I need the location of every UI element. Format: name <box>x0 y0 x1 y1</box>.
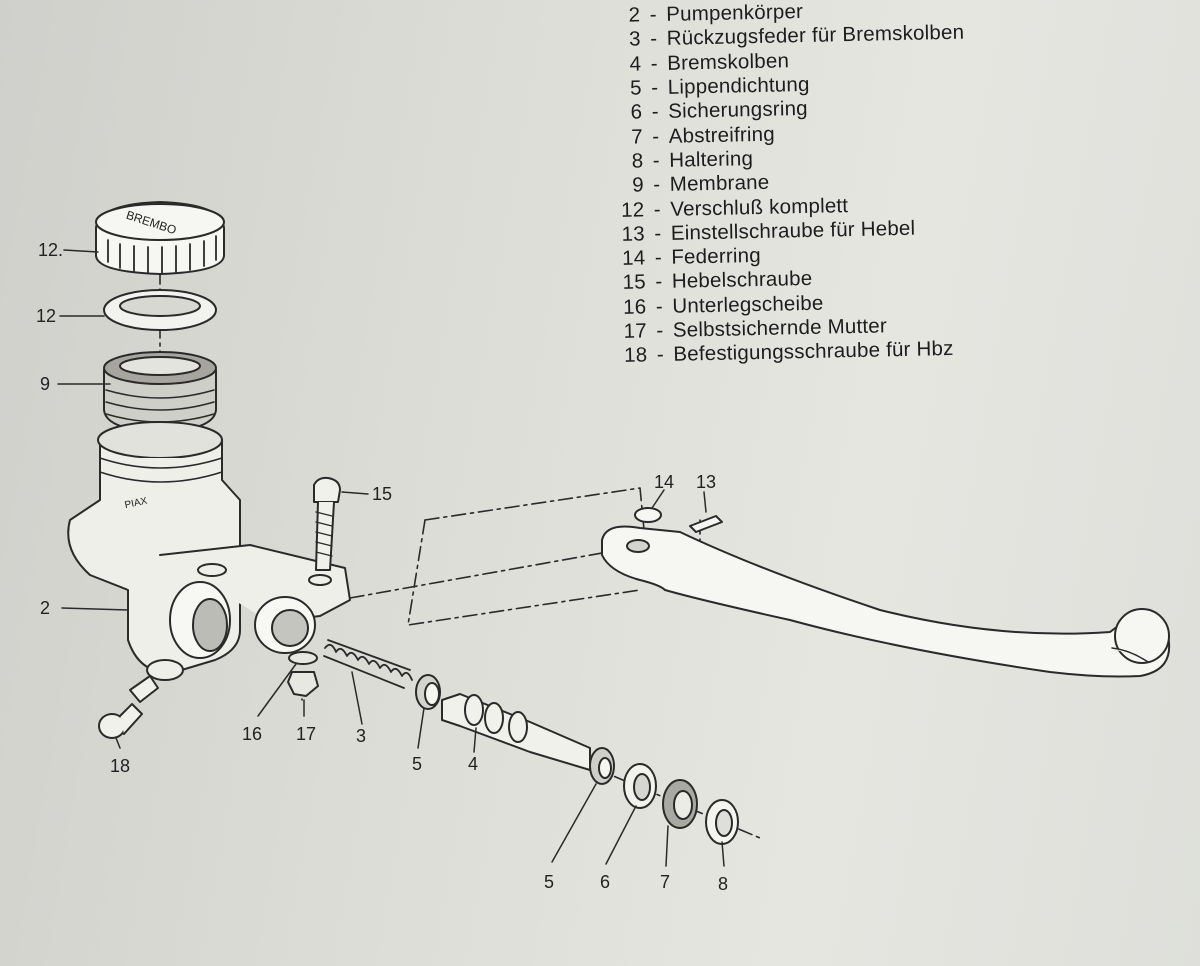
callout-5-second: 5 <box>544 872 554 892</box>
callout-3: 3 <box>356 726 366 746</box>
callout-5-first: 5 <box>412 754 422 774</box>
lip-seal-a <box>415 674 441 710</box>
circlip <box>623 763 657 809</box>
callout-labels: 12. 12 9 15 14 13 2 16 17 3 5 4 18 5 6 7… <box>36 240 728 894</box>
callout-2: 2 <box>40 598 50 618</box>
return-spring <box>323 639 413 689</box>
cap-gasket <box>103 289 217 331</box>
mounting-screw <box>98 675 159 739</box>
callout-13: 13 <box>696 472 716 492</box>
brake-lever <box>601 507 1171 678</box>
callout-16: 16 <box>242 724 262 744</box>
pump-body: PIAX <box>67 421 351 681</box>
reservoir-cap: BREMBO <box>95 201 225 275</box>
lever-screw <box>313 476 341 571</box>
callout-15: 15 <box>372 484 392 504</box>
lip-seal-b <box>589 747 615 785</box>
callout-8: 8 <box>718 874 728 894</box>
body-stamp-text: PIAX <box>124 496 149 512</box>
callout-6: 6 <box>600 872 610 892</box>
callout-14: 14 <box>654 472 674 492</box>
callout-17: 17 <box>296 724 316 744</box>
callout-4: 4 <box>468 754 478 774</box>
callout-9: 9 <box>40 374 50 394</box>
wiper-ring <box>662 779 698 829</box>
callout-18: 18 <box>110 756 130 776</box>
nut-and-washer <box>287 651 319 697</box>
retaining-ring <box>705 799 739 845</box>
callout-12-cap: 12. <box>38 240 63 260</box>
piston <box>441 693 591 771</box>
membrane <box>103 351 217 433</box>
callout-7: 7 <box>660 872 670 892</box>
callout-12-gasket: 12 <box>36 306 56 326</box>
callout-leaders <box>57 249 725 867</box>
